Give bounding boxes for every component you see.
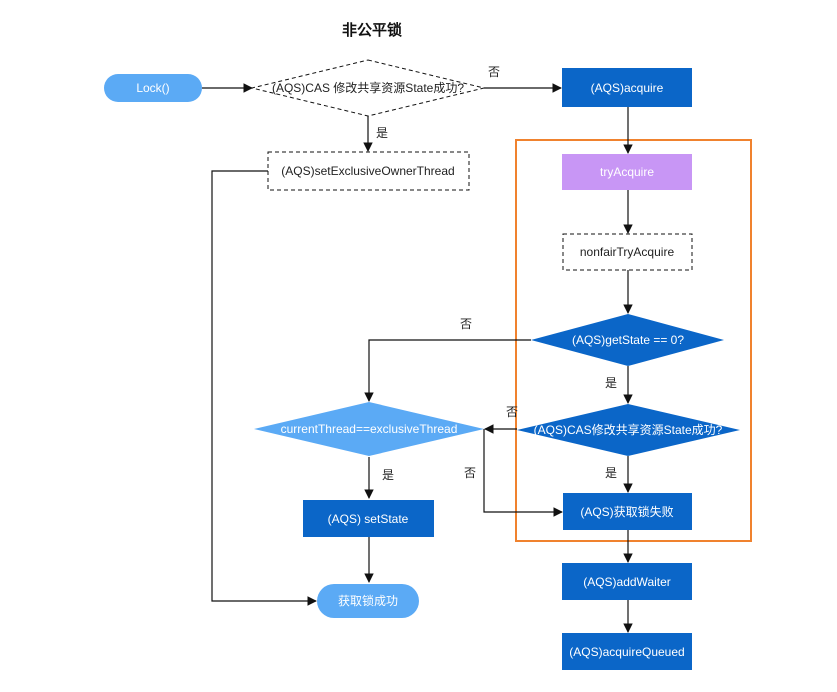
node-lock-label: Lock() (136, 81, 169, 95)
node-acquire-success-label: 获取锁成功 (338, 593, 398, 608)
node-acquire-queued-label: (AQS)acquireQueued (569, 645, 684, 659)
edge-label-cas2-no: 否 (506, 405, 518, 419)
node-cas-check: (AQS)CAS 修改共享资源State成功? (251, 59, 485, 117)
node-add-waiter: (AQS)addWaiter (562, 563, 692, 600)
node-cas-check-label: (AQS)CAS 修改共享资源State成功? (272, 80, 464, 95)
node-set-owner: (AQS)setExclusiveOwnerThread (267, 151, 470, 191)
node-set-state: (AQS) setState (303, 500, 434, 537)
node-try-acquire: tryAcquire (562, 154, 692, 190)
node-lock: Lock() (104, 74, 202, 102)
node-acquire-label: (AQS)acquire (591, 81, 664, 95)
node-add-waiter-label: (AQS)addWaiter (583, 575, 671, 589)
node-try-acquire-label: tryAcquire (600, 165, 654, 179)
node-acquire: (AQS)acquire (562, 68, 692, 107)
edge-setowner-to-success (211, 170, 317, 606)
edge-label-current-no: 否 (464, 466, 476, 480)
node-set-state-label: (AQS) setState (328, 512, 409, 526)
edge-label-getstate-yes: 是 (605, 376, 617, 390)
node-get-state-check: (AQS)getState == 0? (531, 314, 724, 366)
edge-label-getstate-no: 否 (460, 317, 472, 331)
edge-label-current-yes: 是 (382, 468, 394, 482)
edge-label-cas-no: 否 (488, 65, 500, 79)
node-acquire-queued: (AQS)acquireQueued (562, 633, 692, 670)
edge-getstate-to-currentthread (364, 339, 531, 402)
edge-label-cas2-yes: 是 (605, 466, 617, 480)
node-current-thread-check: currentThread==exclusiveThread (254, 402, 484, 456)
node-current-thread-check-label: currentThread==exclusiveThread (281, 422, 458, 436)
node-acquire-success: 获取锁成功 (317, 584, 419, 618)
edge-currentthread-to-fail (483, 429, 563, 517)
diagram-title: 非公平锁 (342, 21, 402, 39)
node-acquire-fail-label: (AQS)获取锁失败 (580, 504, 673, 519)
node-get-state-check-label: (AQS)getState == 0? (572, 333, 684, 347)
node-cas-check-2: (AQS)CAS修改共享资源State成功? (517, 404, 740, 456)
node-nonfair-try-acquire-label: nonfairTryAcquire (580, 245, 675, 259)
node-nonfair-try-acquire: nonfairTryAcquire (562, 233, 693, 271)
node-set-owner-label: (AQS)setExclusiveOwnerThread (281, 164, 454, 178)
node-cas-check-2-label: (AQS)CAS修改共享资源State成功? (534, 422, 723, 437)
edge-label-cas-yes: 是 (376, 126, 388, 140)
node-acquire-fail: (AQS)获取锁失败 (563, 493, 692, 530)
